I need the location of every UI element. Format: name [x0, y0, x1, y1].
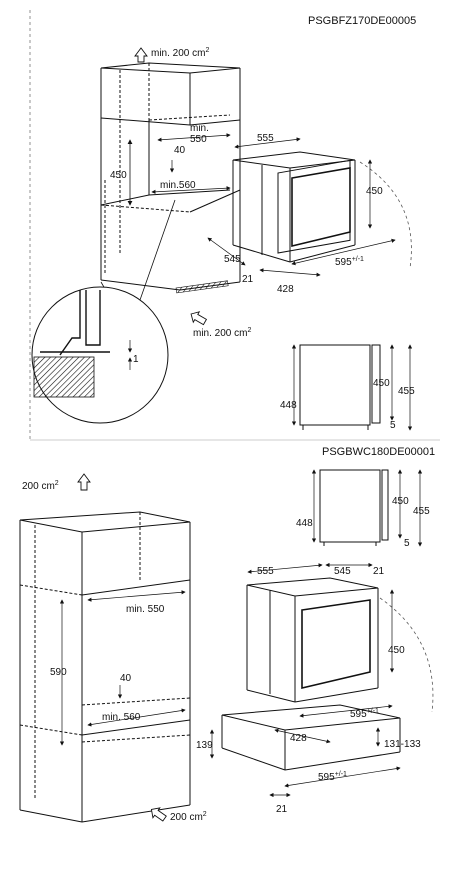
- dim-40: 40: [174, 145, 186, 156]
- oven-door-window: [291, 167, 351, 248]
- detail-circle: 1: [31, 199, 176, 424]
- vent-top-label: min. 200 cm2: [151, 47, 209, 59]
- side1-450: 450: [373, 378, 390, 389]
- dim-450-left: 450: [110, 170, 127, 181]
- dim-1: 1: [133, 354, 139, 365]
- dim-545: 545: [224, 254, 241, 265]
- vent-bottom-label: min. 200 cm2: [193, 327, 251, 339]
- oven-unit-bottom: [246, 577, 379, 703]
- oven2-131-133: 131-133: [384, 739, 421, 750]
- side-view-top: 448 450 455 5: [280, 344, 415, 431]
- side2-448: 448: [296, 518, 313, 529]
- side-view-bottom: 448 450 455 5: [296, 469, 430, 549]
- diagram2-code: PSGBWC180DE00001: [322, 446, 435, 458]
- dim-428: 428: [277, 284, 294, 295]
- side1-5: 5: [390, 420, 396, 431]
- dim2-40: 40: [120, 673, 132, 684]
- oven2-428: 428: [290, 733, 307, 744]
- side2-455: 455: [413, 506, 430, 517]
- side2-450: 450: [392, 496, 409, 507]
- diagram1-code: PSGBFZ170DE00005: [308, 15, 416, 27]
- side1-448: 448: [280, 400, 297, 411]
- dim2-min-560: min. 560: [102, 712, 141, 723]
- oven2-door-window: [301, 599, 371, 690]
- oven2-21: 21: [373, 566, 385, 577]
- vent-top-arrow-icon: [134, 47, 148, 63]
- dim-min-550: min.550: [190, 123, 209, 145]
- oven2-450: 450: [388, 645, 405, 656]
- dim2-139: 139: [196, 740, 213, 751]
- oven2-21b: 21: [276, 804, 288, 815]
- vent2-top-label: 200 cm2: [22, 480, 59, 492]
- dim-450-right: 450: [366, 186, 383, 197]
- oven2-555: 555: [257, 566, 274, 577]
- oven2-595b: 595+/-1: [318, 771, 347, 783]
- dim2-590: 590: [50, 667, 67, 678]
- vent2-bottom-label: 200 cm2: [170, 811, 207, 823]
- cabinet-bottom: [19, 511, 191, 823]
- dim-555: 555: [257, 133, 274, 144]
- vent2-top-arrow-icon: [77, 473, 91, 491]
- vent-slot: [175, 280, 229, 294]
- dim-595: 595+/-1: [335, 256, 364, 268]
- dim2-min-550: min. 550: [126, 604, 165, 615]
- oven2-595: 595+/-1: [350, 708, 379, 720]
- side2-5: 5: [404, 538, 410, 549]
- dim-min-560: min.560: [160, 180, 196, 191]
- vent2-bottom-arrow-icon: [150, 807, 167, 822]
- vent-bottom-arrow-icon: [190, 311, 208, 326]
- diagram-top: PSGBFZ170DE00005 min. 200 cm2: [29, 10, 440, 441]
- side1-455: 455: [398, 386, 415, 397]
- diagram-bottom: PSGBWC180DE00001 200 cm2 448 450 455 5: [19, 446, 435, 823]
- dim-21: 21: [242, 274, 254, 285]
- oven2-545: 545: [334, 566, 351, 577]
